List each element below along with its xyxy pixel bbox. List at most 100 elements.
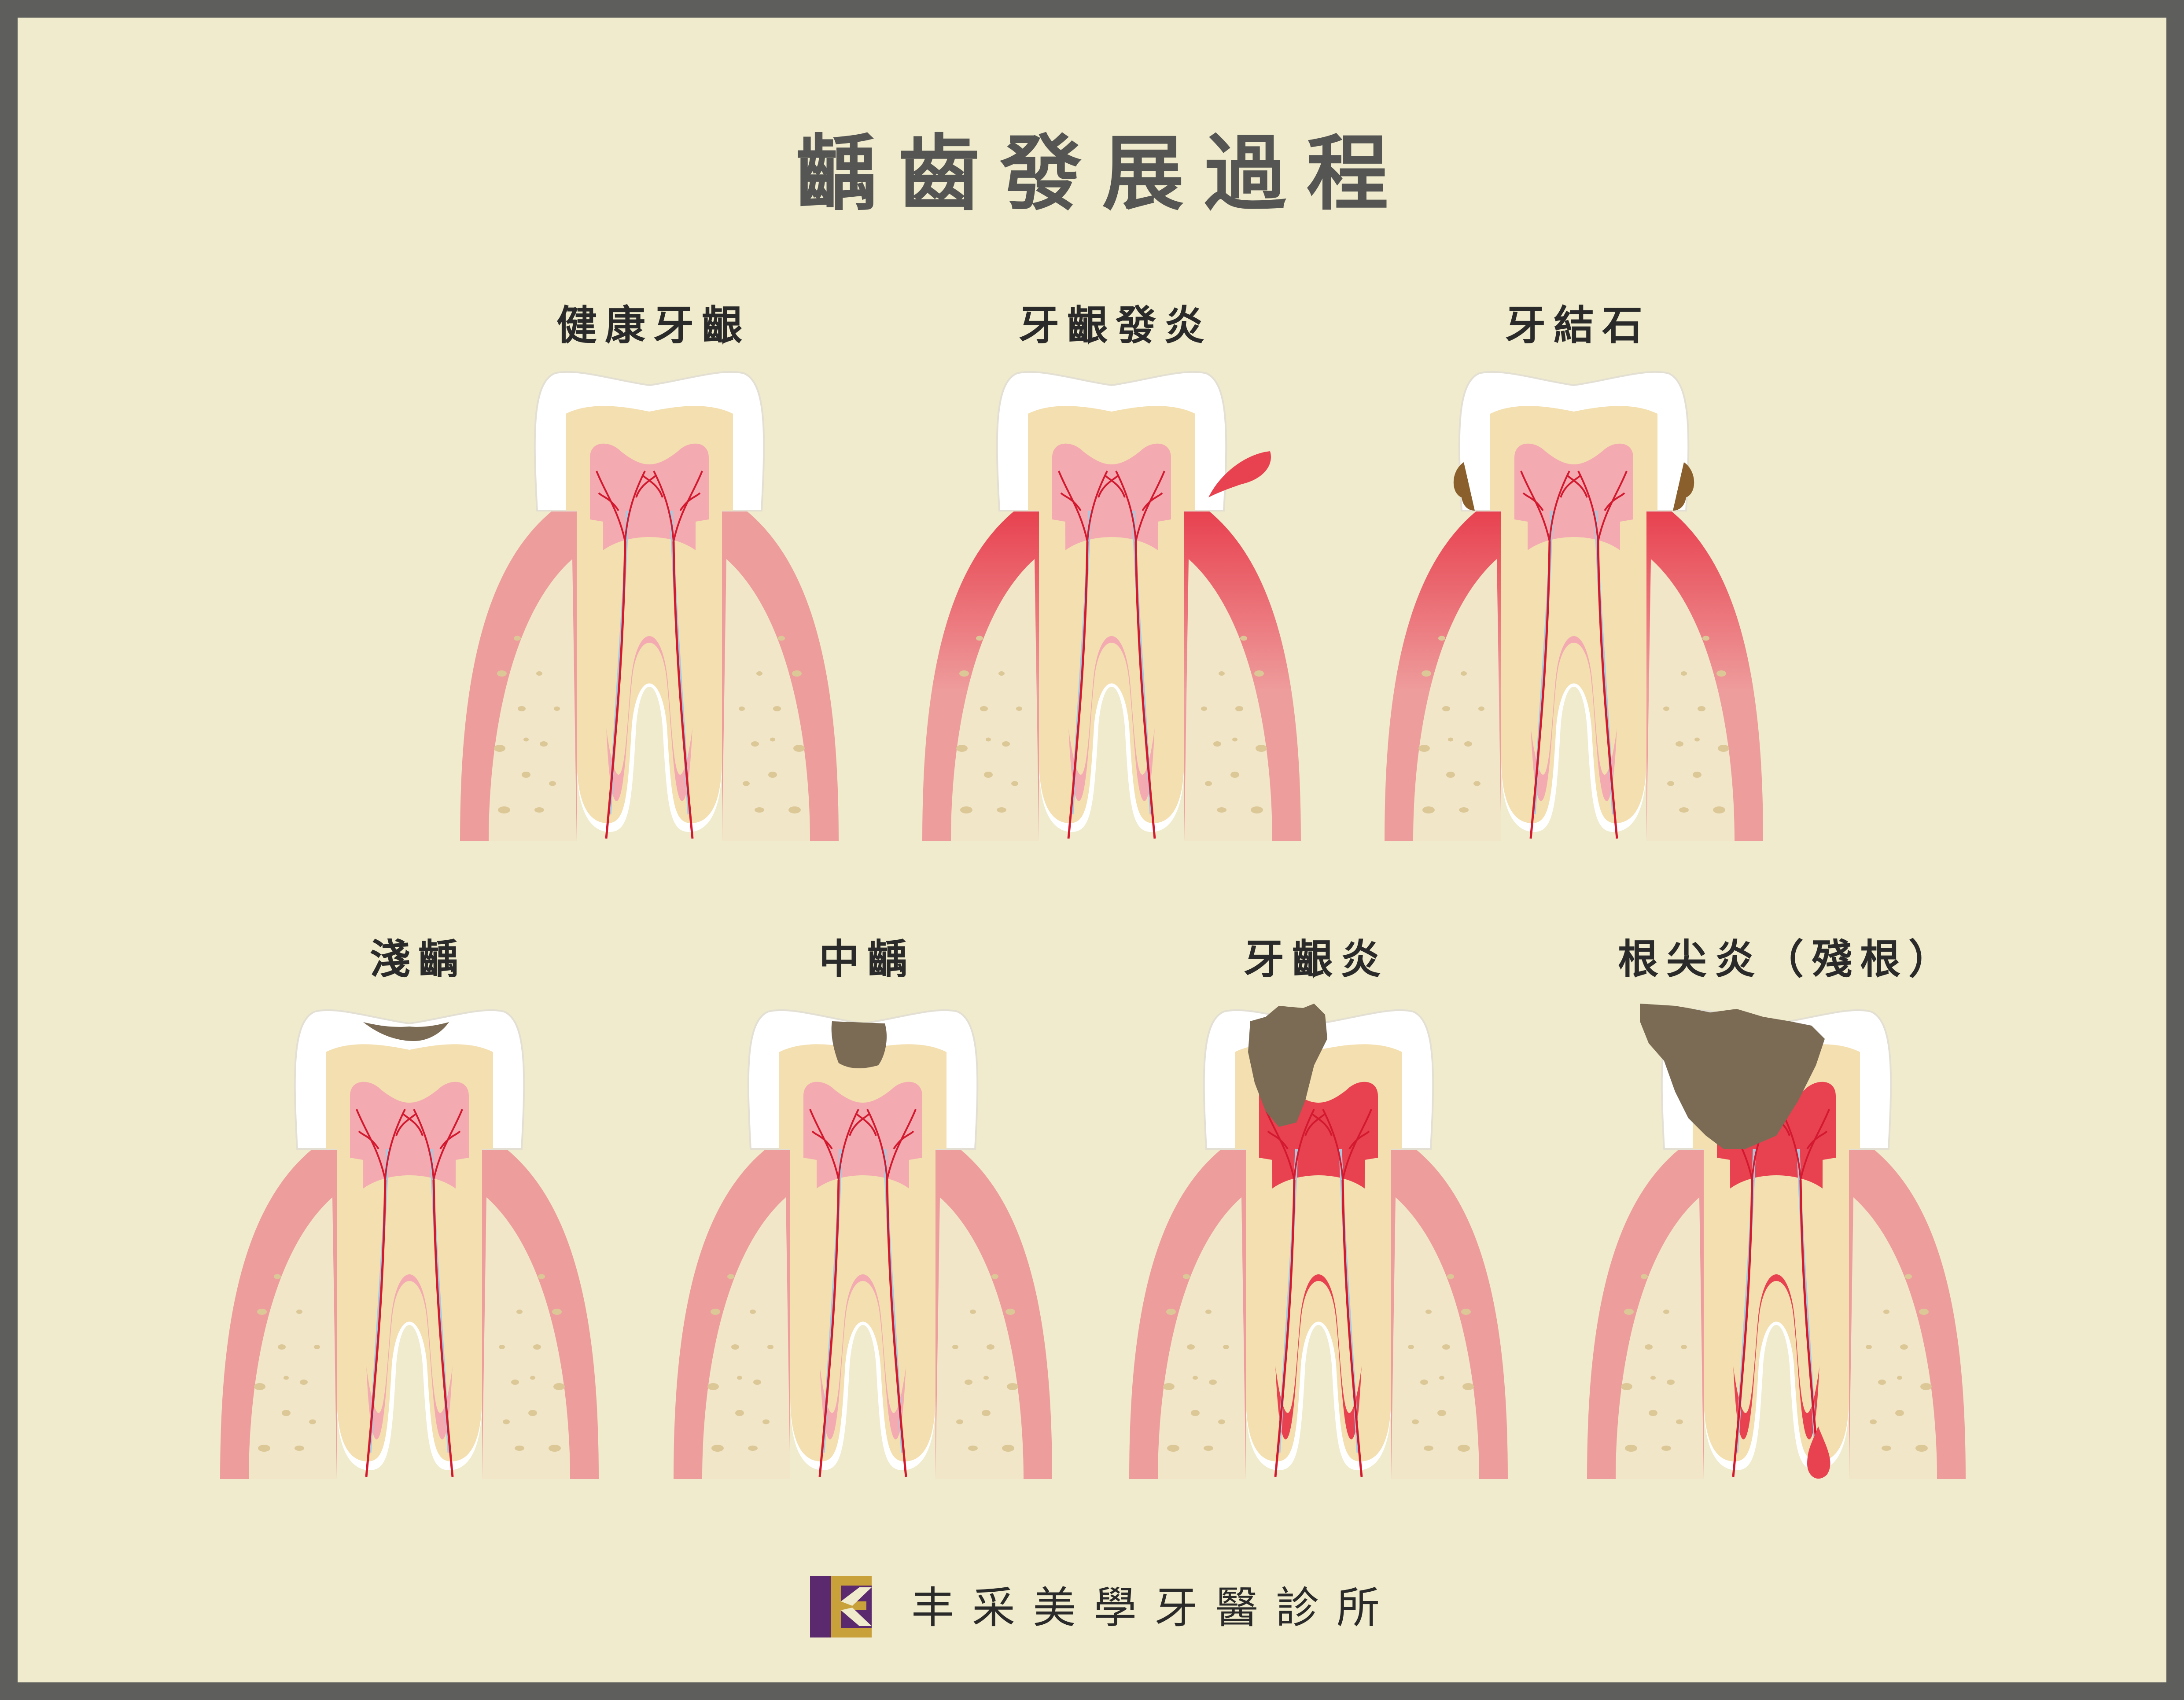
tooth-svg — [922, 371, 1301, 841]
bone-speck — [980, 706, 988, 711]
bone-speck — [1219, 671, 1225, 676]
page-title: 齲齒發展過程 — [796, 126, 1409, 221]
bone-speck — [956, 1419, 963, 1424]
bone-speck — [997, 807, 1006, 813]
nerve-branch — [893, 1130, 914, 1150]
nerve — [886, 1179, 907, 1477]
bone-speck — [300, 1380, 308, 1385]
bone-speck — [494, 745, 505, 752]
nerve-branch — [1304, 1113, 1326, 1136]
bone-speck — [767, 1345, 773, 1349]
bone-speck — [1418, 745, 1430, 752]
nerve-branch — [1322, 1109, 1344, 1180]
tooth-diagram-tartar — [1376, 365, 1772, 841]
bone-speck — [1667, 781, 1674, 786]
bone-speck — [1897, 1376, 1902, 1380]
bone-speck — [1649, 1410, 1657, 1416]
bone-speck — [1425, 1310, 1432, 1314]
tooth-svg — [460, 371, 839, 841]
clinic-logo-icon — [810, 1576, 872, 1637]
nerve-branch — [635, 475, 657, 498]
bone-speck — [274, 1274, 281, 1279]
bone-speck — [530, 1376, 535, 1380]
tooth-diagram-deep-caries — [1120, 1004, 1517, 1479]
bone-speck — [295, 1446, 304, 1451]
bone-speck — [1235, 706, 1243, 711]
bone-speck — [1442, 706, 1450, 711]
bone-speck — [522, 772, 530, 778]
bone-speck — [1437, 1410, 1446, 1416]
bone-speck — [1256, 745, 1267, 752]
bone-speck — [987, 1344, 994, 1350]
bone-speck — [1667, 1380, 1675, 1385]
nerve-branch — [1293, 1109, 1315, 1180]
bone-speck — [1422, 806, 1435, 813]
nerve-branch — [1142, 492, 1163, 511]
bone-speck — [1713, 806, 1725, 813]
nerve-branch — [1086, 471, 1108, 542]
bone-speck — [1716, 670, 1726, 677]
nerve-branch — [395, 1113, 417, 1136]
bone-speck — [1882, 1446, 1891, 1451]
bone-speck — [1251, 806, 1263, 813]
clinic-name: 丰采美學牙醫診所 — [911, 1583, 1398, 1633]
inner-dentin — [603, 537, 696, 775]
bone-speck — [1645, 1344, 1653, 1350]
caries-cavity — [1248, 1004, 1327, 1127]
nerve-branch — [1104, 475, 1126, 498]
bone-speck — [1223, 1345, 1229, 1349]
bone-speck — [1005, 1309, 1015, 1315]
bone-speck — [778, 636, 785, 641]
bone-speck — [1866, 1345, 1872, 1349]
bone-speck — [1661, 1446, 1671, 1451]
bone-speck — [1624, 1309, 1634, 1315]
nerve-branch — [439, 1130, 461, 1150]
nerve-branch — [624, 471, 646, 542]
bone-speck — [1905, 1274, 1912, 1279]
bone-speck — [762, 1419, 770, 1424]
nerve-branch — [866, 1109, 888, 1180]
bone-speck — [1650, 1376, 1656, 1380]
stage-label-shallow-caries: 淺齲 — [369, 936, 467, 983]
bone-speck — [1191, 1410, 1200, 1416]
bone-speck — [296, 1310, 302, 1314]
bone-speck — [1422, 670, 1431, 677]
bone-speck — [1002, 741, 1010, 747]
bone-speck — [770, 737, 775, 742]
tooth-svg — [1587, 1004, 1966, 1479]
bone-speck — [549, 1445, 561, 1452]
bone-speck — [1446, 772, 1455, 778]
bone-speck — [1676, 1419, 1683, 1424]
bone-speck — [727, 1274, 734, 1279]
jaw-bone — [951, 559, 1272, 841]
bone-speck — [1915, 1445, 1928, 1452]
bone-speck — [1478, 706, 1484, 711]
bone-speck — [1878, 1380, 1886, 1385]
bone-speck — [1679, 807, 1689, 813]
jaw-bone — [702, 1197, 1024, 1479]
bone-speck — [1625, 1445, 1637, 1452]
bone-speck — [1193, 1376, 1198, 1380]
bone-speck — [792, 670, 802, 677]
bone-speck — [1621, 1383, 1632, 1390]
nerve-branch — [1311, 1113, 1333, 1136]
bone-speck — [711, 1445, 724, 1452]
bone-speck — [1166, 1309, 1176, 1315]
bone-speck — [743, 781, 750, 786]
bone-speck — [1920, 1383, 1932, 1390]
nerve-branch — [384, 1109, 406, 1180]
inner-dentin — [1065, 537, 1158, 775]
bone-speck — [1163, 1383, 1175, 1390]
bone-speck — [1230, 772, 1239, 778]
bone-speck — [1895, 1410, 1904, 1416]
stage-label-tartar: 牙結石 — [1505, 302, 1650, 349]
bone-speck — [1676, 741, 1683, 747]
bone-speck — [1448, 737, 1453, 742]
bone-speck — [1900, 1344, 1908, 1350]
bone-speck — [750, 1310, 756, 1314]
bone-speck — [1240, 636, 1247, 641]
nerve-branch — [1549, 471, 1570, 542]
bone-speck — [1209, 1380, 1217, 1385]
bone-speck — [1007, 1383, 1018, 1390]
bone-speck — [956, 745, 968, 752]
